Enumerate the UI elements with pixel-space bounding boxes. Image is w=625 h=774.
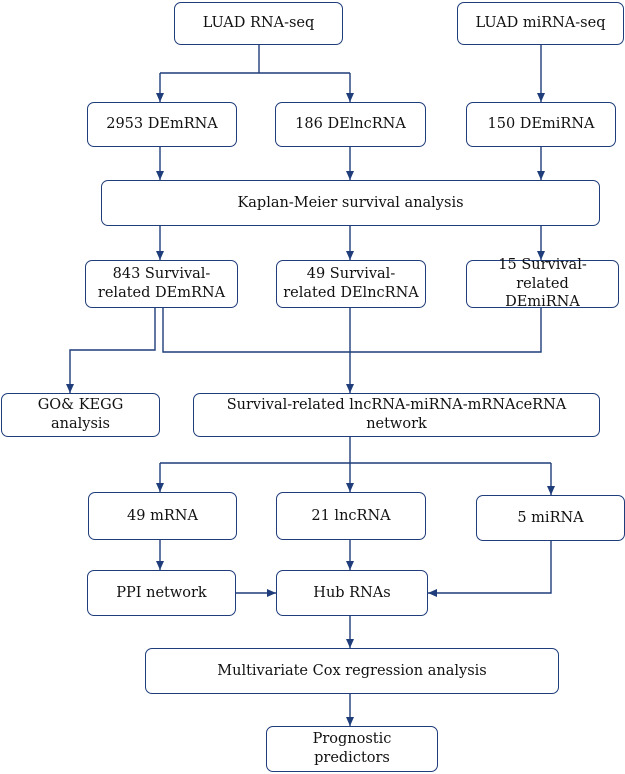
label-kaplan-meier: Kaplan-Meier survival analysis	[237, 194, 464, 211]
label-cox-regression: Multivariate Cox regression analysis	[217, 662, 487, 679]
box-luad-mirna-seq: LUAD miRNA-seq	[457, 2, 624, 45]
box-delncrna: 186 DElncRNA	[275, 102, 426, 147]
box-5-mirna: 5 miRNA	[476, 495, 625, 541]
box-cerna-network: Survival-related lncRNA-miRNA-mRNAceRNA …	[193, 393, 600, 437]
label-survival-delncrna-line1: 49 Survival-	[306, 266, 396, 283]
box-survival-delncrna: 49 Survival- related DElncRNA	[276, 260, 426, 308]
box-go-kegg: GO& KEGG analysis	[1, 393, 160, 437]
label-demrna: 2953 DEmRNA	[106, 116, 218, 133]
label-luad-mirna-seq: LUAD miRNA-seq	[475, 15, 606, 32]
box-luad-rna-seq: LUAD RNA-seq	[174, 2, 343, 45]
label-5-mirna: 5 miRNA	[517, 509, 584, 526]
box-kaplan-meier: Kaplan-Meier survival analysis	[101, 180, 600, 226]
box-ppi-network: PPI network	[87, 570, 236, 616]
box-demirna: 150 DEmiRNA	[466, 102, 616, 147]
label-prognostic-predictors: Prognostic predictors	[312, 731, 392, 766]
label-survival-delncrna-line2: related DElncRNA	[283, 285, 419, 301]
box-survival-demirna: 15 Survival-related DEmiRNA	[466, 257, 619, 310]
label-delncrna: 186 DElncRNA	[295, 116, 406, 133]
box-demrna: 2953 DEmRNA	[87, 102, 237, 147]
label-demirna: 150 DEmiRNA	[487, 116, 595, 133]
box-49-mrna: 49 mRNA	[88, 492, 237, 540]
label-go-kegg-line2: analysis	[51, 416, 110, 432]
label-cerna-network-line1: Survival-related lncRNA-miRNA-mRNAceRNA	[226, 397, 567, 414]
box-21-lncrna: 21 lncRNA	[276, 492, 426, 540]
connector-merge-bar	[162, 308, 542, 353]
box-cox-regression: Multivariate Cox regression analysis	[145, 648, 559, 694]
box-survival-demrna: 843 Survival- related DEmRNA	[85, 260, 238, 308]
label-21-lncrna: 21 lncRNA	[311, 507, 391, 524]
box-prognostic-predictors: Prognostic predictors	[266, 726, 438, 772]
label-survival-demirna-line2: DEmiRNA	[505, 294, 580, 311]
label-survival-demrna-line2: related DEmRNA	[97, 285, 226, 301]
box-hub-rnas: Hub RNAs	[276, 570, 428, 616]
label-cerna-network-line2: network	[366, 416, 427, 432]
label-49-mrna: 49 mRNA	[127, 507, 198, 524]
arrow-mi5-to-hub	[428, 541, 552, 597]
label-survival-demirna-line1: 15 Survival-related	[498, 256, 587, 292]
label-hub-rnas: Hub RNAs	[313, 584, 391, 601]
arrow-surv-mrna-to-go	[66, 308, 156, 393]
label-go-kegg-line1: GO& KEGG	[37, 397, 124, 414]
label-survival-demrna-line1: 843 Survival-	[112, 266, 211, 283]
label-ppi-network: PPI network	[116, 584, 207, 601]
label-luad-rna-seq: LUAD RNA-seq	[202, 15, 315, 32]
